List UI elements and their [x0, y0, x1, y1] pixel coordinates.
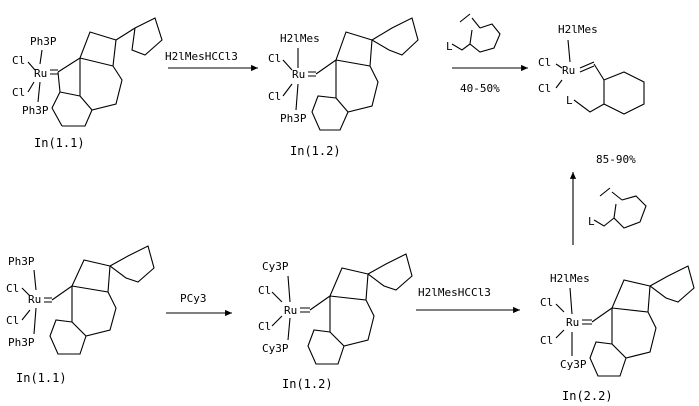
- ru-label: Ru: [34, 67, 47, 80]
- cl-label: Cl: [268, 90, 281, 103]
- ph3p-label: Ph3P: [30, 35, 57, 48]
- cy3p-label: Cy3P: [262, 342, 289, 355]
- reagent-yield: 40-50%: [460, 82, 500, 95]
- compound-bottom-in-1-1: Ph3P Cl Ru Cl Ph3P In(1.1): [6, 246, 154, 385]
- cl-label: Cl: [268, 52, 281, 65]
- reagent-h2imeshccl3: H2lMesHCCl3: [165, 50, 238, 63]
- caption-in-1-1: In(1.1): [34, 136, 85, 150]
- compound-top-in-1-2: H2lMes Cl Ru Cl Ph3P In(1.2): [268, 18, 418, 158]
- styrene-reagent-top: L: [446, 14, 500, 53]
- caption-in-1-2: In(1.2): [290, 144, 341, 158]
- cl-label: Cl: [6, 314, 19, 327]
- ru-label: Ru: [566, 316, 579, 329]
- caption-in-1-2: In(1.2): [282, 377, 333, 391]
- compound-bottom-in-1-2: Cy3P Cl Ru Cl Cy3P In(1.2): [258, 254, 412, 391]
- h2imes-label: H2lMes: [550, 272, 590, 285]
- ru-label: Ru: [28, 293, 41, 306]
- h2imes-label: H2lMes: [558, 23, 598, 36]
- caption-in-2-2: In(2.2): [562, 389, 613, 403]
- compound-top-in-1-1: Ph3P Cl Ru Cl Ph3P In(1.1): [12, 18, 162, 150]
- cl-label: Cl: [258, 284, 271, 297]
- cl-label: Cl: [6, 282, 19, 295]
- reagent-yield: 85-90%: [596, 153, 636, 166]
- cy3p-label: Cy3P: [560, 358, 587, 371]
- compound-product: H2lMes Cl Ru Cl L: [538, 23, 644, 114]
- h2imes-label: H2lMes: [280, 32, 320, 45]
- cl-label: Cl: [538, 56, 551, 69]
- cl-label: Cl: [258, 320, 271, 333]
- compound-in-2-2: H2lMes Cl Ru Cl Cy3P In(2.2): [540, 266, 694, 403]
- cy3p-label: Cy3P: [262, 260, 289, 273]
- styrene-reagent-right: L: [588, 188, 646, 228]
- ru-label: Ru: [284, 304, 297, 317]
- ph3p-label: Ph3P: [8, 255, 35, 268]
- reagent-pcy3: PCy3: [180, 292, 207, 305]
- ph3p-label: Ph3P: [8, 336, 35, 349]
- ru-label: Ru: [562, 64, 575, 77]
- cl-label: Cl: [538, 82, 551, 95]
- cl-label: Cl: [12, 86, 25, 99]
- cl-label: Cl: [12, 54, 25, 67]
- l-label: L: [566, 94, 573, 107]
- ru-label: Ru: [292, 68, 305, 81]
- ph3p-label: Ph3P: [22, 104, 49, 117]
- cl-label: Cl: [540, 296, 553, 309]
- ph3p-label: Ph3P: [280, 112, 307, 125]
- caption-in-1-1: In(1.1): [16, 371, 67, 385]
- l-label: L: [446, 40, 453, 53]
- cl-label: Cl: [540, 334, 553, 347]
- l-label: L: [588, 215, 595, 228]
- reagent-h2imeshccl3: H2lMesHCCl3: [418, 286, 491, 299]
